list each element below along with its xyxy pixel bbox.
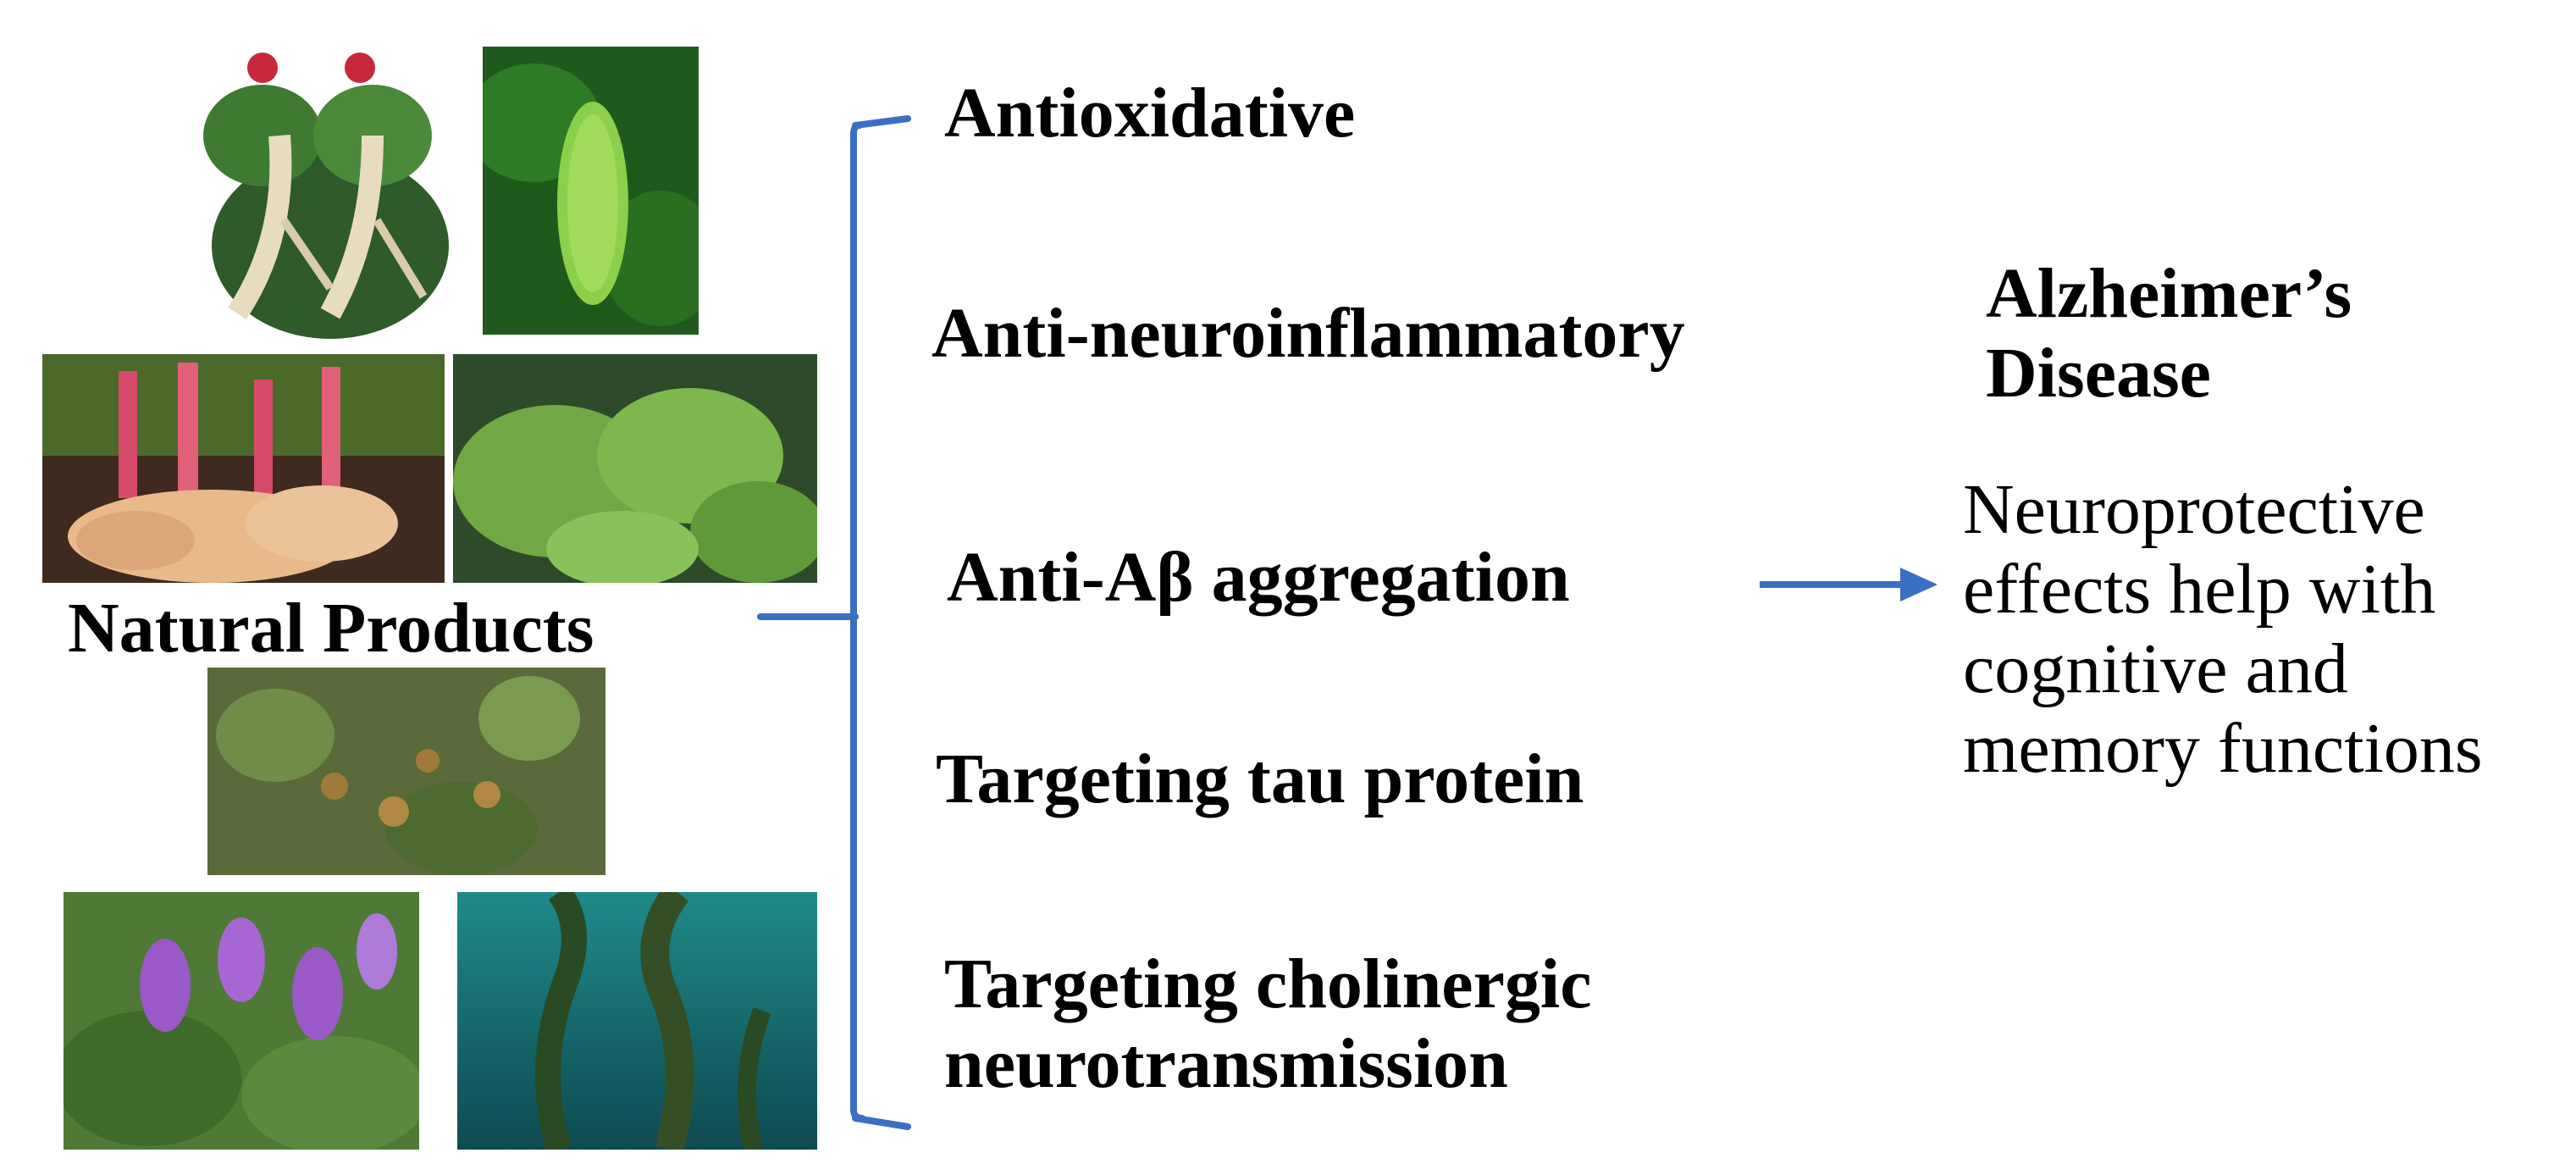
mechanism-antioxidative: Antioxidative [944, 74, 1356, 152]
mechanism-anti-neuroinflammatory: Anti-neuroinflammatory [931, 294, 1685, 373]
mechanism-targeting-tau-protein: Targeting tau protein [936, 740, 1584, 818]
natural-products-label: Natural Products [68, 589, 594, 668]
shrub-with-fruit-photo [207, 668, 605, 875]
purple-sage-flowers-photo [64, 892, 419, 1150]
outcome-arrow [1760, 568, 1938, 601]
bracket-top-tick [852, 115, 911, 129]
bracket-vertical-line [850, 122, 865, 1122]
mechanism-targeting-cholinergic: Targeting cholinergic neurotransmission [944, 945, 1592, 1104]
mechanism-anti-abeta-aggregation: Anti-Aβ aggregation [947, 538, 1570, 617]
ginseng-root-photo [203, 34, 457, 343]
ginkgo-leaves-photo [453, 354, 817, 583]
arrow-head [1900, 568, 1938, 601]
outcome-title: Alzheimer’s Disease [1986, 254, 2352, 413]
kelp-forest-photo [457, 892, 817, 1150]
bracket-bottom-tick [852, 1115, 911, 1130]
outcome-description: Neuroprotective effects help with cognit… [1963, 470, 2483, 789]
bracket [757, 115, 911, 1130]
bitter-melon-photo [483, 47, 699, 335]
galangal-rhizome-photo [42, 354, 445, 583]
